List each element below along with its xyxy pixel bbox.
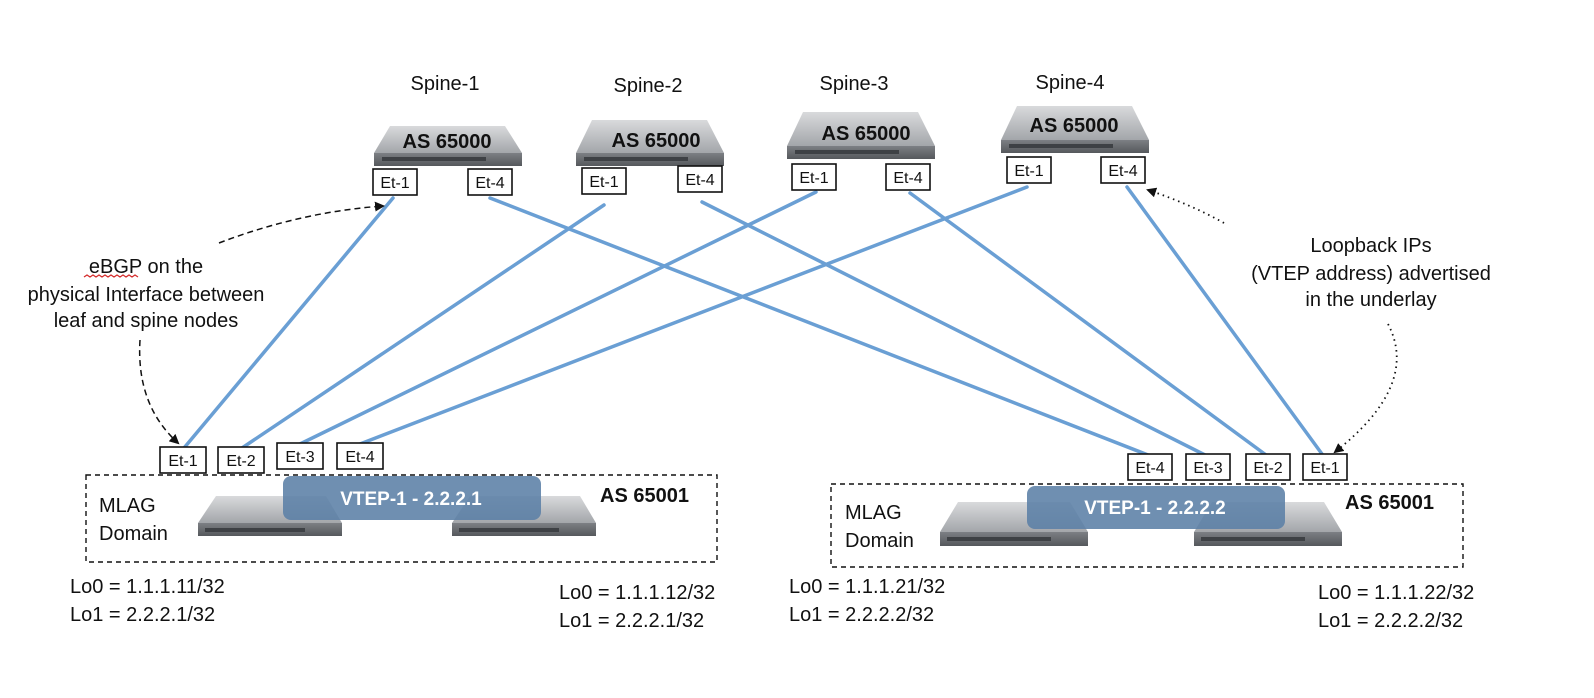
leaf-b-lo0: Lo0 = 1.1.1.12/32: [559, 582, 715, 604]
ebgp-line1: eBGP on the: [89, 256, 203, 278]
vtep-label: VTEP-1 - 2.2.2.1: [340, 489, 482, 510]
spine-switch: Spine-1 AS 65000 Et-1 Et-4: [372, 73, 522, 196]
link-spine1-et1-leaf1-et1: [182, 196, 395, 450]
leaf-a-lo0: Lo0 = 1.1.1.21/32: [789, 576, 945, 598]
port-label: Et-4: [685, 172, 714, 189]
mlag-domain-border: [85, 474, 718, 563]
leaf-port-et4: Et-4: [1127, 453, 1173, 481]
loopback-line2: (VTEP address) advertised: [1251, 263, 1491, 285]
port-label: Et-4: [1108, 163, 1137, 180]
switch-icon: [1001, 106, 1149, 153]
leaf-b-lo0: Lo0 = 1.1.1.22/32: [1318, 582, 1474, 604]
loopback-arrow-down: [1333, 323, 1398, 454]
vtep-label: VTEP-1 - 2.2.2.2: [1084, 498, 1226, 519]
leaf-port-et3: Et-3: [1185, 453, 1231, 481]
port-label: Et-3: [1193, 460, 1222, 477]
port-et1: Et-1: [372, 168, 418, 196]
port-et4: Et-4: [885, 163, 931, 191]
spine-as-label: AS 65000: [403, 131, 492, 153]
switch-icon: [374, 126, 522, 166]
port-label: Et-3: [285, 449, 314, 466]
spine-name: Spine-3: [820, 73, 889, 95]
spine-name: Spine-1: [411, 73, 480, 95]
port-label: Et-1: [589, 174, 618, 191]
port-label: Et-4: [345, 449, 374, 466]
port-label: Et-1: [380, 175, 409, 192]
mlag-label-line1: MLAG: [845, 502, 902, 524]
spine-name: Spine-4: [1036, 72, 1105, 94]
leaf-port-et1: Et-1: [159, 446, 207, 474]
port-label: Et-4: [1135, 460, 1164, 477]
port-et1: Et-1: [1006, 156, 1052, 184]
spellcheck-underline: [83, 274, 139, 278]
mlag-label-line1: MLAG: [99, 495, 156, 517]
mlag-label-line2: Domain: [99, 523, 168, 545]
spine-as-label: AS 65000: [1030, 115, 1119, 137]
leaf-port-et2: Et-2: [1245, 453, 1291, 481]
port-label: Et-1: [799, 170, 828, 187]
ebgp-arrow-up: [218, 201, 385, 244]
link-spine1-et4-leaf2-et4: [488, 196, 1150, 457]
leaf-a-lo1: Lo1 = 2.2.2.2/32: [789, 604, 934, 626]
port-et1: Et-1: [791, 163, 837, 191]
mlag-domain-border: [830, 483, 1464, 568]
link-spine4-et4-leaf2-et1: [1125, 185, 1324, 456]
ebgp-annotation: eBGP on the physical Interface between l…: [28, 201, 385, 445]
loopback-annotation: Loopback IPs (VTEP address) advertised i…: [1146, 187, 1491, 454]
mlag-domain-left: MLAG Domain AS 65001 VTEP-1 - 2.2.2.1 Et…: [70, 442, 718, 632]
link-spine3-et1-leaf1-et3: [298, 190, 818, 446]
spine-name: Spine-2: [614, 75, 683, 97]
link-spine3-et4-leaf2-et2: [908, 191, 1268, 457]
switch-icon: [787, 112, 935, 159]
link-spine4-et1-leaf1-et4: [358, 185, 1029, 446]
port-et1: Et-1: [581, 167, 627, 195]
leaf-as-label: AS 65001: [1345, 492, 1434, 514]
spine-switch: Spine-4 AS 65000 Et-1 Et-4: [1001, 72, 1149, 184]
spine-switch: Spine-2 AS 65000 Et-1 Et-4: [576, 75, 724, 195]
link-spine2-et4-leaf2-et3: [700, 200, 1207, 457]
fabric-links: [182, 185, 1324, 457]
port-label: Et-4: [893, 170, 922, 187]
leaf-a-lo0: Lo0 = 1.1.1.11/32: [70, 576, 225, 598]
port-label: Et-1: [1014, 163, 1043, 180]
leaf-as-label: AS 65001: [600, 485, 689, 507]
link-spine2-et1-leaf1-et2: [240, 203, 606, 450]
leaf-port-et1: Et-1: [1302, 453, 1348, 481]
port-label: Et-4: [475, 175, 504, 192]
leaf-port-et3: Et-3: [276, 442, 324, 470]
vtep-overlay: VTEP-1 - 2.2.2.2: [1027, 486, 1285, 529]
switch-icon: [576, 120, 724, 166]
leaf-b-lo1: Lo1 = 2.2.2.1/32: [559, 610, 704, 632]
vtep-overlay: VTEP-1 - 2.2.2.1: [283, 476, 541, 520]
leaf-a-lo1: Lo1 = 2.2.2.1/32: [70, 604, 215, 626]
leaf-port-et4: Et-4: [336, 442, 384, 470]
spine-as-label: AS 65000: [822, 123, 911, 145]
port-label: Et-1: [168, 453, 197, 470]
mlag-domain-right: MLAG Domain AS 65001 VTEP-1 - 2.2.2.2 Et…: [789, 453, 1474, 632]
mlag-label-line2: Domain: [845, 530, 914, 552]
port-et4: Et-4: [677, 165, 723, 193]
ebgp-line3: leaf and spine nodes: [54, 310, 239, 332]
port-et4: Et-4: [467, 168, 513, 196]
loopback-line1: Loopback IPs: [1310, 235, 1431, 257]
leaf-port-et2: Et-2: [217, 446, 265, 474]
spine-as-label: AS 65000: [612, 130, 701, 152]
port-label: Et-1: [1310, 460, 1339, 477]
ebgp-arrow-down: [138, 339, 180, 445]
loopback-arrow-up: [1146, 187, 1225, 224]
port-et4: Et-4: [1100, 156, 1146, 184]
loopback-line3: in the underlay: [1305, 289, 1436, 311]
leaf-b-lo1: Lo1 = 2.2.2.2/32: [1318, 610, 1463, 632]
spine-switch: Spine-3 AS 65000 Et-1 Et-4: [787, 73, 935, 191]
port-label: Et-2: [1253, 460, 1282, 477]
port-label: Et-2: [226, 453, 255, 470]
ebgp-line2: physical Interface between: [28, 284, 265, 306]
